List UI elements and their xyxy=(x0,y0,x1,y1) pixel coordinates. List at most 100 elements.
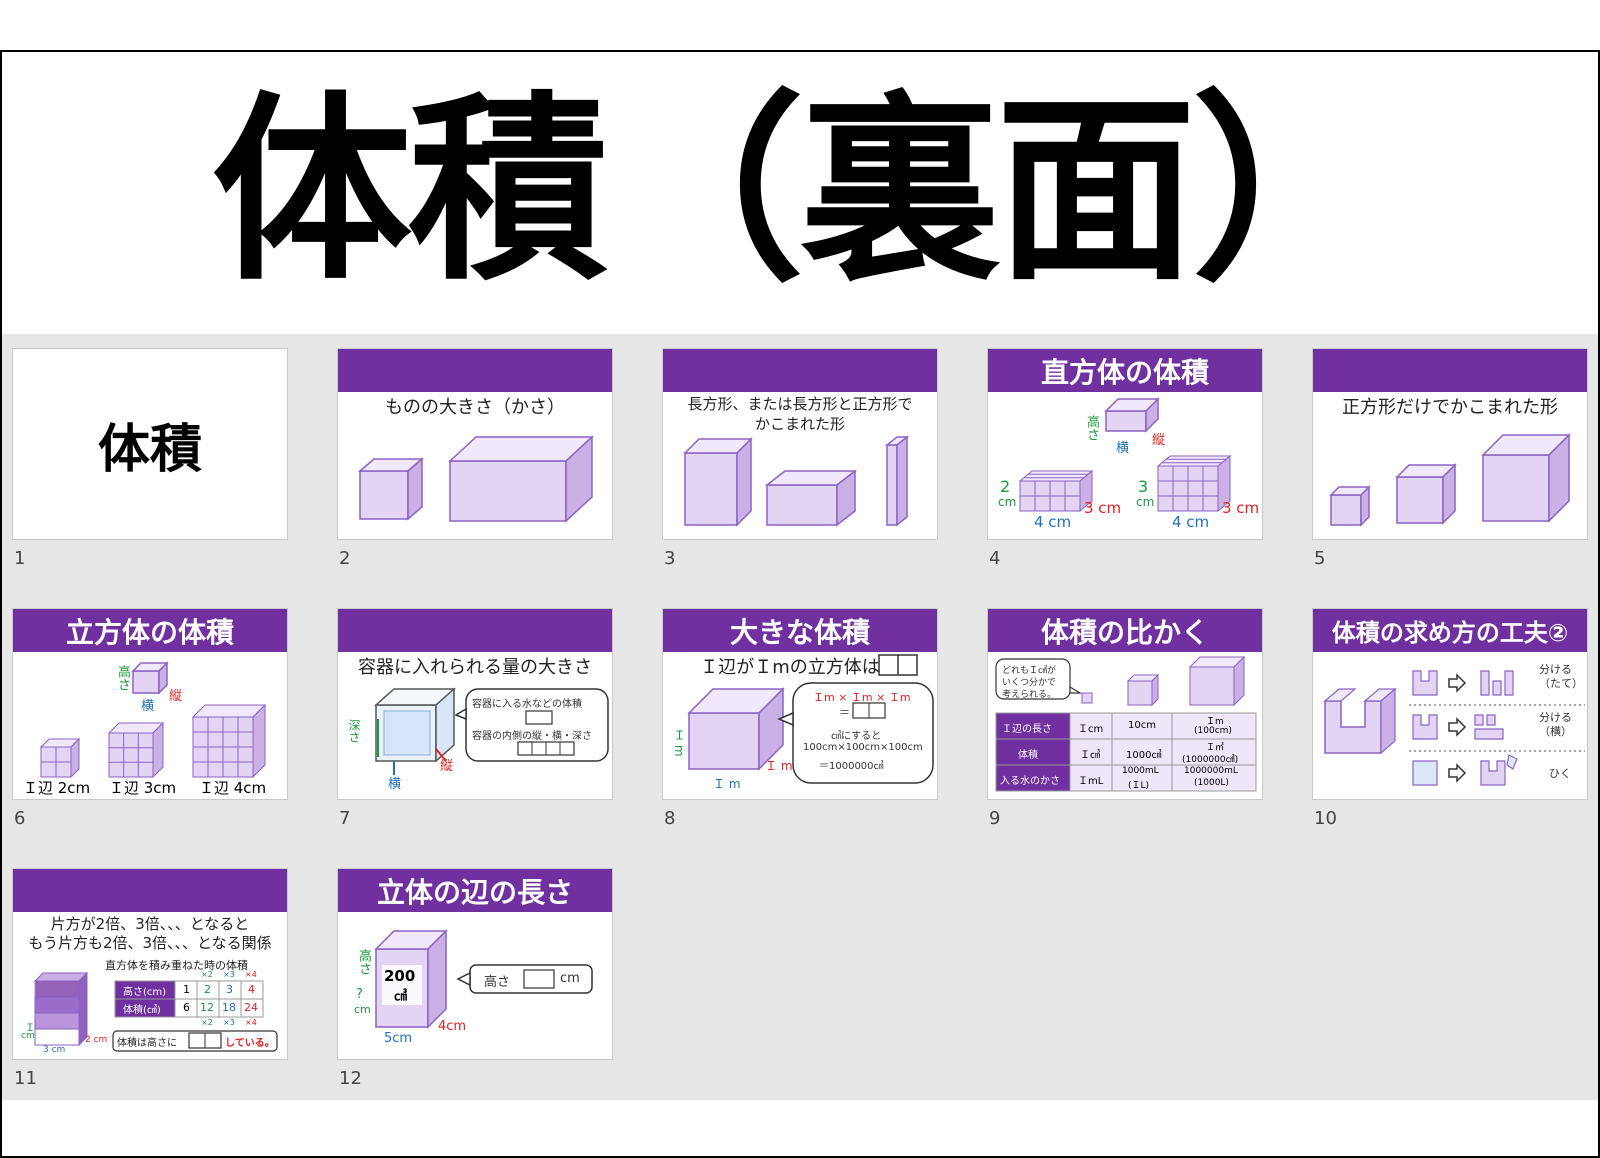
slide-5-subtitle: 正方形だけでかこまれた形 xyxy=(1342,397,1558,418)
slide-number-12: 12 xyxy=(339,1068,362,1089)
slide-number-6: 6 xyxy=(14,808,26,829)
slide-11-subtitle-line1: 片方が2倍、3倍、、、となると xyxy=(50,915,250,933)
slide-9-row3-c3b: (1000L) xyxy=(1194,778,1229,788)
slide-9-row2-c3: Ｉ㎥ xyxy=(1206,743,1225,753)
tiny-cube-icon xyxy=(1081,692,1093,704)
slide-3-subtitle-line1: 長方形、または長方形と正方形で xyxy=(687,395,913,413)
slide-7-depth-label: 深さ xyxy=(347,719,361,743)
page-title: 体積（裏面） xyxy=(211,75,1392,308)
cuboid-figures xyxy=(683,435,910,527)
slide-number-3: 3 xyxy=(664,548,676,569)
ratio-table xyxy=(114,980,264,1018)
cube-figures xyxy=(1329,433,1571,527)
container-figure xyxy=(374,687,609,775)
slide-8-bubble-line1: Ｉm × Ｉm × Ｉm xyxy=(813,691,911,704)
slide-10-row1-sub: （たて） xyxy=(1539,677,1583,690)
grid-cuboid-b-figure xyxy=(1156,454,1232,513)
slide-4-b-height-unit: cm xyxy=(1136,495,1155,509)
flat-cuboid-figure xyxy=(764,469,858,527)
slide-12-question-mark: ? xyxy=(356,987,363,1002)
slide-8-side-width: Ｉ m xyxy=(713,777,741,791)
slide-9-row2-head: 体積 xyxy=(1018,750,1038,761)
slide-7-length-label: 縦 xyxy=(440,759,454,774)
slide-11-caption: 直方体を積み重ねた時の体積 xyxy=(105,959,248,972)
slide-7-subtitle: 容器に入れられる量の大きさ xyxy=(358,657,592,678)
slide-thumbnail-grid[interactable]: 体積 1 ものの大きさ（かさ） 2 xyxy=(2,334,1598,1100)
slide-thumbnail-7[interactable]: 容器に入れられる量の大きさ xyxy=(337,608,613,800)
slide-number-5: 5 xyxy=(1314,548,1326,569)
slide-4-b-depth: 3 cm xyxy=(1222,499,1260,517)
slide-thumbnail-10[interactable]: 体積の求め方の工夫② xyxy=(1312,608,1588,800)
slide-11-row2-c2: 12 xyxy=(200,1001,214,1014)
large-cube-figure xyxy=(1481,433,1571,523)
slide-11-row1-head: 高さ(cm) xyxy=(123,987,167,998)
slide-2-subtitle: ものの大きさ（かさ） xyxy=(385,397,565,418)
arrow-icons xyxy=(1448,673,1467,783)
slide-9-row1-c3b: (100cm) xyxy=(1194,726,1232,736)
unit-cube-figure xyxy=(131,661,169,695)
slide-11-mult-2b: ×2 xyxy=(201,1018,213,1027)
cube-2-figure xyxy=(39,737,81,779)
slide-11-depth: 2 cm xyxy=(85,1035,108,1045)
slide-thumbnail-6[interactable]: 立方体の体積 xyxy=(12,608,288,800)
slide-7-width-label: 横 xyxy=(388,777,402,792)
slide-thumbnail-4[interactable]: 直方体の体積 xyxy=(987,348,1263,540)
slide-9-bubble-line1: どれもＩ㎤が xyxy=(1002,666,1057,676)
slide-7-bubble-text-1: 容器に入る水などの体積 xyxy=(472,699,582,710)
slide-11-width: 3 cm xyxy=(43,1045,66,1055)
stacked-cuboid xyxy=(33,971,89,1047)
slide-8-bubble-line2: ＝ xyxy=(839,706,850,719)
cuboid-figures xyxy=(357,435,594,523)
slide-thumbnail-1[interactable]: 体積 xyxy=(12,348,288,540)
comparison-table xyxy=(995,712,1257,792)
speech-bubble-figure xyxy=(777,682,934,784)
slide-thumbnail-3[interactable]: 長方形、または長方形と正方形で かこまれた形 xyxy=(662,348,938,540)
slide-3-header xyxy=(663,349,937,392)
slide-8-subtitle: Ｉ辺がＩmの立方体は xyxy=(700,657,880,678)
slide-6-cube-2-label: Ｉ辺 2cm xyxy=(23,779,91,797)
slide-12-depth: 4cm xyxy=(438,1019,467,1034)
slide-thumbnail-9[interactable]: 体積の比かく xyxy=(987,608,1263,800)
slide-9-row3-head: 入る水のかさ xyxy=(1000,776,1060,787)
slide-thumbnail-2[interactable]: ものの大きさ（かさ） xyxy=(337,348,613,540)
slide-6-cube-3-label: Ｉ辺 3cm xyxy=(109,779,177,797)
large-cube-icon xyxy=(1188,655,1246,707)
stacked-cuboid-figure xyxy=(33,971,278,1052)
slide-12-volume: 200 xyxy=(384,967,416,985)
slide-8-bubble-line4: 100cm×100cm×100cm xyxy=(803,742,923,753)
slide-9-row1-c1: Ｉcm xyxy=(1078,724,1104,735)
slide-9-row1-c2: 10cm xyxy=(1128,720,1156,731)
slide-12-height-unit: cm xyxy=(354,1003,371,1016)
slide-4-b-height: 3 xyxy=(1138,477,1149,496)
slide-8-bubble-line3: ㎤にすると xyxy=(831,731,882,742)
slide-12-bubble-pre: 高さ xyxy=(484,975,511,990)
slide-11-row2-head: 体積(㎤) xyxy=(123,1005,161,1016)
slide-6-depth-label: 縦 xyxy=(169,689,183,704)
medium-cube-figure xyxy=(1395,463,1457,525)
slide-11-statement-text: 体積は高さに xyxy=(117,1038,177,1049)
slide-4-height-label: 高さ xyxy=(1084,415,1099,441)
slide-11-mult-3b: ×3 xyxy=(223,1018,235,1027)
slide-11-statement-bold: している。 xyxy=(225,1038,275,1049)
method-row-1 xyxy=(1412,670,1514,696)
slide-thumbnail-12[interactable]: 立体の辺の長さ 200 ㎤ 高さ ? cm 5cm 4cm xyxy=(337,868,613,1060)
slide-9-row1-c3: Ｉm xyxy=(1206,717,1224,727)
slide-thumbnail-11[interactable]: 片方が2倍、3倍、、、となると もう片方も2倍、3倍、、、となる関係 直方体を積… xyxy=(12,868,288,1060)
slide-4-a-height: 2 xyxy=(1000,477,1011,496)
slide-1-title: 体積 xyxy=(97,419,202,480)
speech-bubble xyxy=(995,658,1071,700)
cuboid-volume-figures xyxy=(1018,397,1232,513)
slide-thumbnail-5[interactable]: 正方形だけでかこまれた形 xyxy=(1312,348,1588,540)
slide-7-header xyxy=(338,609,612,652)
small-cube-figure xyxy=(357,457,425,521)
slide-8-bubble-line5: ＝1000000㎤ xyxy=(819,761,884,772)
slide-sorter-page: 体積（裏面） 体積 1 ものの大きさ（かさ） xyxy=(0,50,1600,1158)
slide-11-mult-4: ×4 xyxy=(245,970,257,979)
slide-number-8: 8 xyxy=(664,808,676,829)
slide-11-row1-c3: 3 xyxy=(226,983,233,996)
slide-12-bubble-post: cm xyxy=(560,971,580,986)
slide-thumbnail-8[interactable]: 大きな体積 Ｉ辺がＩmの立方体は Ｉ m Ｉ m Ｉ m xyxy=(662,608,938,800)
meter-cube-figure xyxy=(687,654,934,784)
speech-bubble-figure xyxy=(454,688,609,762)
slide-6-cube-4-label: Ｉ辺 4cm xyxy=(199,779,267,797)
